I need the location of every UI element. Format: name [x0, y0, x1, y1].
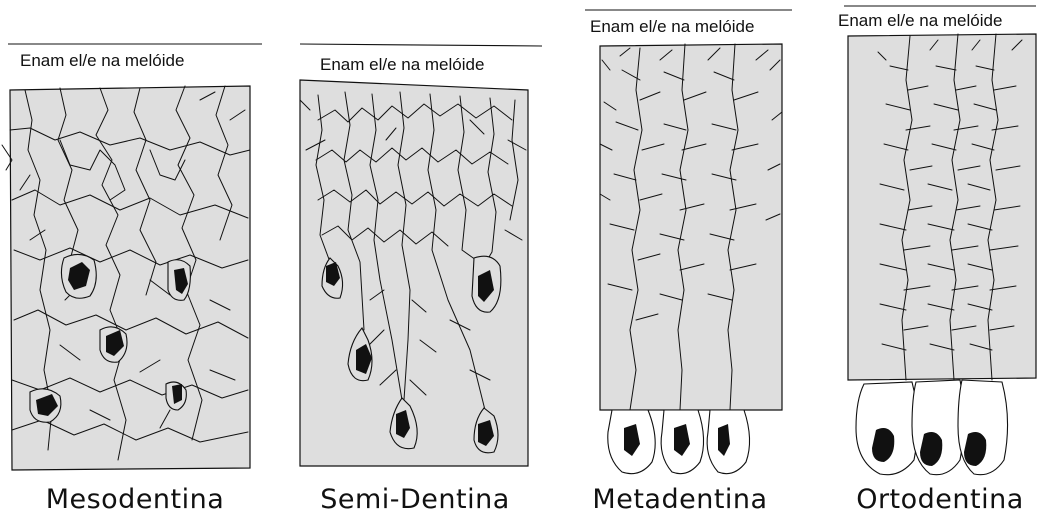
panel-caption: Mesodentina — [46, 484, 225, 515]
odontoblast-cells — [856, 380, 1008, 475]
cell-body — [856, 382, 918, 475]
enamel-surface-line — [300, 44, 542, 46]
panel-ortodentina: Enam el/e na melóide Ortodentina — [838, 6, 1036, 515]
dentine-block — [848, 34, 1036, 380]
panel-caption: Metadentina — [592, 484, 767, 515]
panel-metadentina: Enam el/e na melóide Metadentina — [585, 10, 792, 515]
panel-semi-dentina: Enam el/e na melóide — [300, 44, 542, 515]
enamel-label: Enam el/e na melóide — [838, 11, 1002, 30]
panel-caption: Ortodentina — [856, 484, 1024, 515]
enamel-label: Enam el/e na melóide — [20, 51, 184, 70]
panel-caption: Semi-Dentina — [320, 484, 510, 515]
odontoblast-cells — [608, 410, 750, 474]
dentine-block — [600, 44, 782, 410]
enamel-label: Enam el/e na melóide — [320, 55, 484, 74]
panel-mesodentina: Enam el/e na melóide — [2, 44, 262, 515]
cell-body — [958, 380, 1008, 475]
enamel-label: Enam el/e na melóide — [590, 17, 754, 36]
